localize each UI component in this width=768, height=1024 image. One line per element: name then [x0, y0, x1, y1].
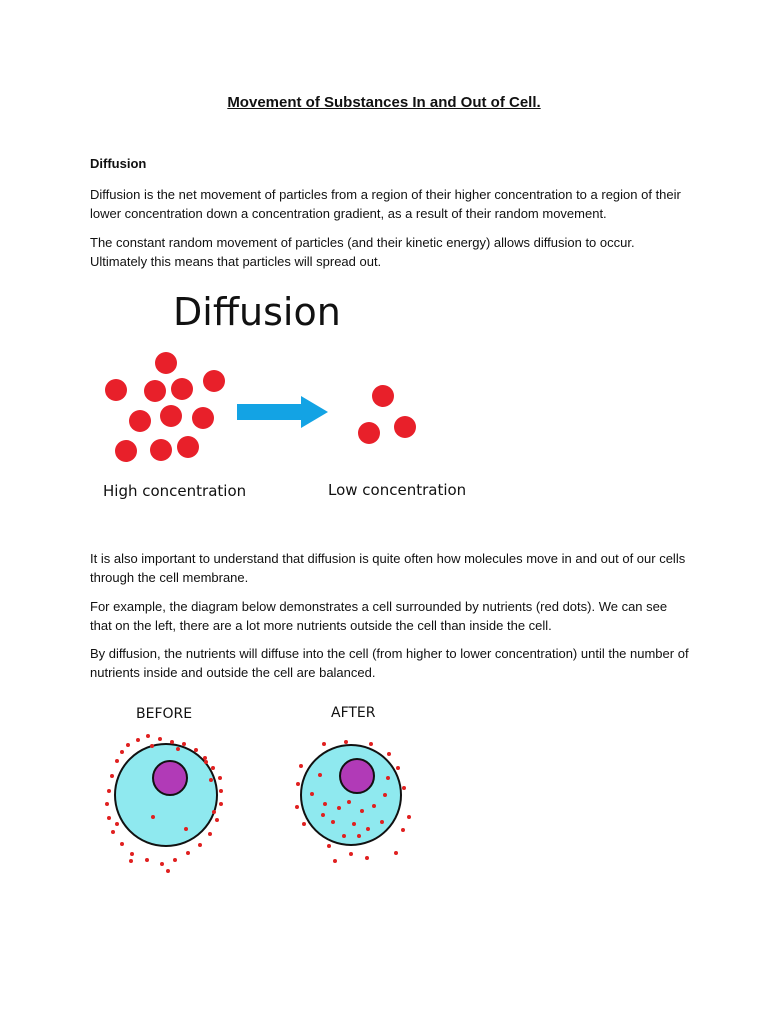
- particle: [171, 378, 193, 400]
- particle: [155, 352, 177, 374]
- particle: [115, 440, 137, 462]
- cell-diffusion-diagram: BEFORE AFTER: [105, 705, 411, 873]
- before-label: BEFORE: [136, 706, 192, 722]
- nucleus-before: [152, 760, 188, 796]
- diffusion-diagram: Diffusion High concentration Low concent…: [103, 290, 466, 500]
- right-arrow-icon: [237, 396, 328, 428]
- after-label: AFTER: [331, 705, 376, 721]
- document-title: Movement of Substances In and Out of Cel…: [227, 94, 541, 111]
- nutrients-after: [295, 740, 411, 863]
- particle: [372, 385, 394, 407]
- paragraph-cell-membrane: It is also important to understand that …: [90, 551, 686, 585]
- particle: [144, 380, 166, 402]
- low-concentration-label: Low concentration: [328, 481, 466, 499]
- particle: [394, 416, 416, 438]
- high-concentration-particles: [105, 352, 225, 462]
- cell-before: [105, 734, 223, 873]
- particle: [192, 407, 214, 429]
- cell-membrane-after: [300, 744, 402, 846]
- paragraph-random-movement: The constant random movement of particle…: [90, 235, 635, 269]
- nutrients-before: [105, 734, 223, 873]
- particle: [160, 405, 182, 427]
- paragraph-nutrients-example: For example, the diagram below demonstra…: [90, 599, 668, 633]
- diffusion-diagram-title: Diffusion: [173, 290, 341, 334]
- particle: [203, 370, 225, 392]
- section-heading-diffusion: Diffusion: [90, 156, 147, 171]
- high-concentration-label: High concentration: [103, 482, 246, 500]
- particle: [129, 410, 151, 432]
- nucleus-after: [339, 758, 375, 794]
- particle: [105, 379, 127, 401]
- particle: [358, 422, 380, 444]
- particle: [177, 436, 199, 458]
- particle: [150, 439, 172, 461]
- cell-after: [295, 740, 411, 863]
- paragraph-balance: By diffusion, the nutrients will diffuse…: [90, 646, 689, 680]
- low-concentration-particles: [358, 385, 416, 444]
- paragraph-diffusion-definition: Diffusion is the net movement of particl…: [90, 187, 681, 221]
